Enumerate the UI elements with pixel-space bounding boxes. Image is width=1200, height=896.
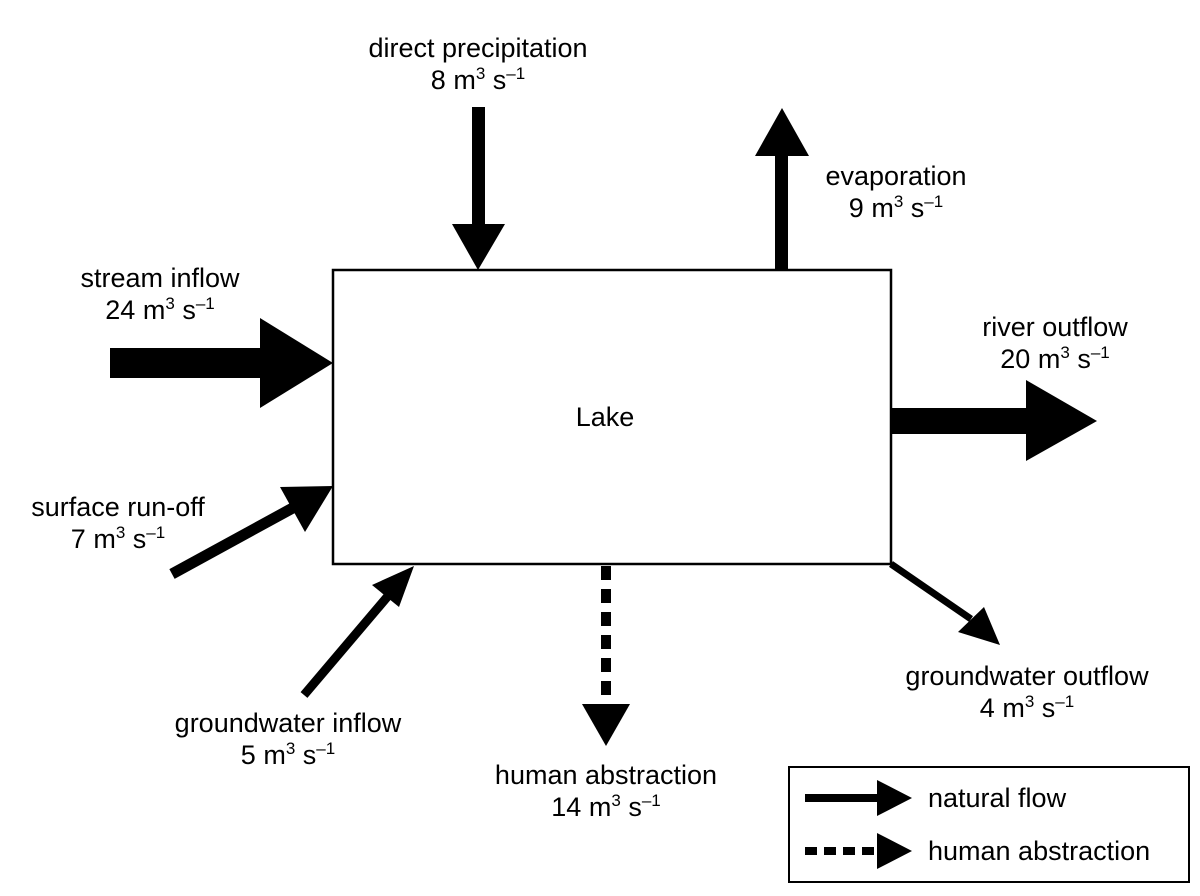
legend-human-label: human abstraction [928, 836, 1151, 866]
evaporation-label: evaporation 9 m3 s–1 [825, 161, 967, 223]
human-abstraction-label: human abstraction 14 m3 s–1 [494, 760, 718, 822]
surface-runoff-arrow [169, 486, 333, 579]
direct-precipitation-arrow [452, 107, 505, 270]
groundwater-inflow-arrow [300, 566, 414, 698]
river-outflow-arrow [891, 380, 1097, 461]
stream-inflow-label: stream inflow 24 m3 s–1 [80, 263, 240, 325]
legend-natural-arrow [805, 780, 912, 816]
legend-box [788, 766, 1190, 883]
groundwater-outflow-arrow [889, 561, 1000, 645]
evaporation-arrow [755, 108, 809, 270]
river-outflow-label: river outflow 20 m3 s–1 [982, 312, 1128, 374]
lake-label: Lake [575, 402, 635, 432]
lake-box [331, 268, 893, 566]
stream-inflow-arrow [110, 318, 333, 408]
legend-natural-label: natural flow [928, 783, 1067, 813]
legend-human-arrow [805, 833, 912, 869]
surface-runoff-label: surface run-off 7 m3 s–1 [31, 492, 205, 554]
groundwater-inflow-label: groundwater inflow 5 m3 s–1 [174, 708, 402, 770]
direct-precipitation-label: direct precipitation 8 m3 s–1 [368, 33, 588, 95]
groundwater-outflow-label: groundwater outflow 4 m3 s–1 [905, 661, 1149, 723]
human-abstraction-arrow [582, 566, 630, 746]
